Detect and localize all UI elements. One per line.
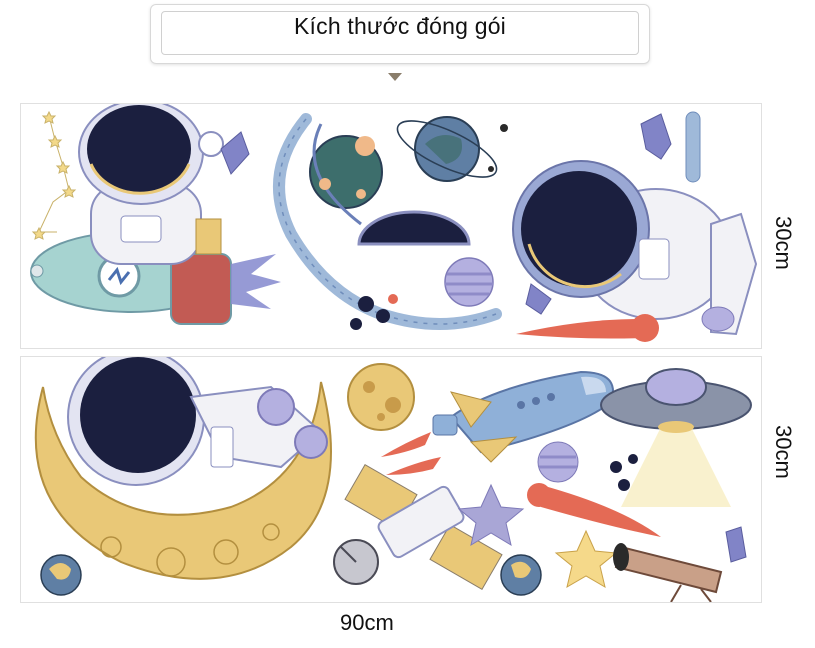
moon-astronaut-sticker [34,357,332,580]
telescope-icon [613,526,747,602]
ufo-icon [600,368,752,507]
cratered-planet-icon [347,363,415,431]
star-yellow-icon [554,529,618,589]
star-purple-icon [457,483,525,547]
panel-1-height-label: 30cm [771,216,796,270]
sticker-sheet-2 [20,356,762,603]
arrow-down-icon [388,73,402,81]
sticker-sheet-1-art [30,104,758,342]
page-title: Kích thước đóng gói [293,12,506,39]
panel-2-height-label: 30cm [771,425,796,479]
earth-small-icon [500,554,542,596]
ringed-planet-icon [309,123,383,226]
comet-icon [516,314,659,342]
satellite-icon [333,463,503,591]
width-label: 90cm [340,610,394,635]
meteor-icon [381,432,431,457]
header-inner-frame: Kích thước đóng gói [161,11,639,55]
sticker-sheet-1 [20,103,762,349]
packaging-size-header: Kích thước đóng gói [150,4,650,64]
comet-icon [527,483,661,537]
mini-astronauts-icon [350,294,398,330]
helmet-fragment-icon [357,210,471,246]
striped-planet-icon [444,257,494,307]
floating-astronaut-sticker [512,111,758,336]
sticker-sheet-2-art [34,357,752,602]
striped-planet-icon [537,441,579,483]
space-shuttle-icon [432,370,614,463]
earth-small-icon [40,554,82,596]
earth-orbit-icon [396,116,508,182]
mini-astronauts-icon [610,454,638,491]
astronaut-rocket-sticker [30,104,281,325]
constellation-icon [31,110,77,240]
meteor-icon [386,457,441,475]
